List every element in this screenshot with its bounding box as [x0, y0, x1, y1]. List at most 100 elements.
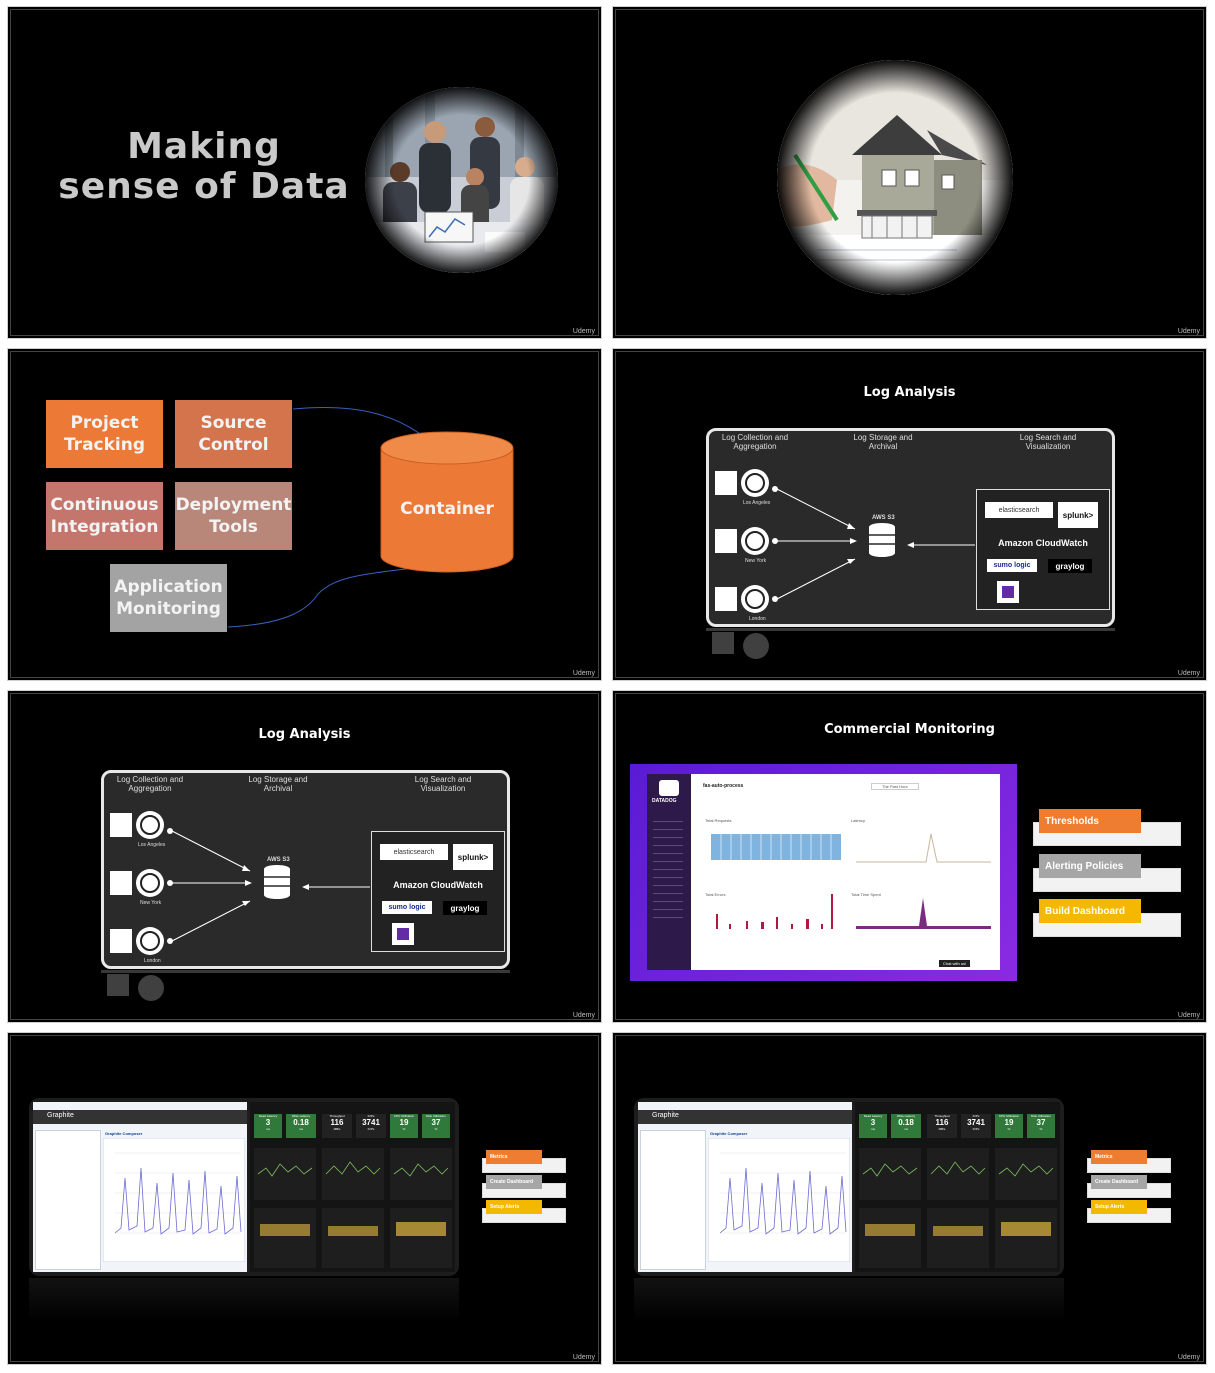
elasticsearch-logo: elasticsearch — [380, 844, 448, 860]
udemy-watermark: Udemy — [572, 1354, 595, 1361]
datadog-logo — [659, 780, 679, 796]
storage-label: AWS S3 — [267, 857, 290, 863]
graphite-dashboard: Read Latency 3 ms Write Latency 0.18 ms … — [855, 1102, 1060, 1272]
log-tools-box: elasticsearch splunk> Amazon CloudWatch … — [976, 489, 1110, 610]
panel-reflection — [101, 970, 510, 1001]
gtag-create-dashboard: Create Dashboard — [486, 1175, 542, 1189]
panel-total-errors-title: Total Errors — [705, 892, 726, 897]
graphite-composer-chart — [708, 1138, 850, 1262]
udemy-watermark: Udemy — [1177, 328, 1200, 335]
panel-reflection — [706, 628, 1115, 659]
col-collection: Log Collection and Aggregation — [721, 433, 789, 451]
dashboard-panels — [254, 1148, 452, 1268]
graphite-app-title: Graphite — [652, 1112, 679, 1119]
slide-log-analysis-b[interactable]: Log Analysis Log Collection and Aggregat… — [7, 690, 602, 1023]
tag-alerting-policies: Alerting Policies — [1039, 854, 1141, 878]
log-pipeline-panel: Log Collection and Aggregation Log Stora… — [101, 770, 510, 969]
slide-devops-tools[interactable]: Project Tracking Source Control Continuo… — [7, 348, 602, 681]
house-model-photo — [777, 60, 1013, 295]
tile-read-latency: Read Latency 3 ms — [859, 1114, 887, 1138]
gtag-setup-alerts: Setup Alerts — [486, 1200, 542, 1214]
slide-graphite-a[interactable]: Graphite Graphite Composer Read Latency … — [7, 1032, 602, 1365]
dashboard-panels — [859, 1148, 1057, 1268]
splunk-logo: splunk> — [1058, 502, 1098, 528]
sidebar-menu-lines — [653, 814, 683, 924]
project-tracking-box: Project Tracking — [46, 400, 163, 468]
storage-label: AWS S3 — [872, 515, 895, 521]
tile-throughput: Throughput 116 MB/s — [322, 1114, 352, 1138]
elasticsearch-logo: elasticsearch — [985, 502, 1053, 518]
tile-write-latency: Write Latency 0.18 ms — [891, 1114, 921, 1138]
slide-making-sense[interactable]: Making sense of Data — [7, 6, 602, 339]
col-collection: Log Collection and Aggregation — [116, 775, 184, 793]
tile-iops: IOPs 3741 IOPs — [356, 1114, 386, 1138]
graylog-logo: graylog — [443, 901, 487, 915]
col-storage: Log Storage and Archival — [853, 433, 913, 451]
tile-disk-utilization: Disk Utilization 37 % — [1027, 1114, 1055, 1138]
continuous-integration-box: Continuous Integration — [46, 482, 163, 550]
udemy-watermark: Udemy — [572, 1012, 595, 1019]
gtag-setup-alerts: Setup Alerts — [1091, 1200, 1147, 1214]
tile-cpu-utilization: CPU Utilization 19 % — [995, 1114, 1023, 1138]
graphite-tree — [640, 1130, 706, 1270]
tag-thresholds: Thresholds — [1039, 809, 1141, 833]
graphite-composer-title: Graphite Composer — [710, 1131, 748, 1136]
col-storage: Log Storage and Archival — [248, 775, 308, 793]
graphite-app-title: Graphite — [47, 1112, 74, 1119]
tag-build-dashboard: Build Dashboard — [1039, 899, 1141, 923]
tile-read-latency: Read Latency 3 ms — [254, 1114, 282, 1138]
graphite-dashboard: Read Latency 3 ms Write Latency 0.18 ms … — [250, 1102, 455, 1272]
node-los-angeles: Los Angeles — [743, 500, 771, 506]
slide-house-photo[interactable]: Udemy — [612, 6, 1207, 339]
service-name: fas-auto-process — [703, 783, 744, 789]
slide-title: Making sense of Data — [58, 126, 350, 207]
node-london: London — [144, 958, 161, 964]
screenshot-reflection — [29, 1278, 459, 1323]
datadog-charts — [711, 833, 991, 929]
slide-log-analysis-a[interactable]: Log Analysis Log Collection and Aggregat… — [612, 348, 1207, 681]
monitoring-tool-icon — [392, 923, 414, 945]
datadog-sidebar: DATADOG — [647, 774, 691, 970]
business-meeting-photo — [365, 87, 558, 273]
node-new-york: New York — [140, 900, 162, 906]
datadog-brand: DATADOG — [652, 798, 677, 804]
chat-button[interactable]: Chat with us! — [939, 960, 971, 967]
tile-disk-utilization: Disk Utilization 37 % — [422, 1114, 450, 1138]
node-london: London — [749, 616, 766, 622]
sumo-logic-logo: sumo logic — [382, 901, 432, 914]
graphite-screenshot: Graphite Graphite Composer Read Latency … — [29, 1098, 459, 1276]
datadog-main: fas-auto-process The Past Hour Total Req… — [691, 774, 1000, 970]
tile-throughput: Throughput 116 MB/s — [927, 1114, 957, 1138]
udemy-watermark: Udemy — [572, 670, 595, 677]
cloudwatch-logo: Amazon CloudWatch — [393, 880, 483, 890]
log-tools-box: elasticsearch splunk> Amazon CloudWatch … — [371, 831, 505, 952]
panel-latency-title: Latency — [851, 818, 866, 823]
col-search: Log Search and Visualization — [1019, 433, 1077, 451]
graphite-window: Graphite Graphite Composer — [638, 1102, 852, 1272]
panel-total-requests-title: Total Requests — [705, 818, 732, 823]
slide-title: Log Analysis — [258, 727, 351, 742]
graphite-header — [33, 1110, 247, 1124]
pipeline-graphics — [110, 811, 370, 955]
node-new-york: New York — [745, 558, 767, 564]
cloudwatch-logo: Amazon CloudWatch — [998, 538, 1088, 548]
graphite-header — [638, 1110, 852, 1124]
tile-iops: IOPs 3741 IOPs — [961, 1114, 991, 1138]
slide-graphite-b[interactable]: Graphite Graphite Composer Read Latency … — [612, 1032, 1207, 1365]
udemy-watermark: Udemy — [572, 328, 595, 335]
container-cylinder — [380, 431, 514, 573]
udemy-watermark: Udemy — [1177, 1012, 1200, 1019]
graphite-window: Graphite Graphite Composer — [33, 1102, 247, 1272]
sumo-logic-logo: sumo logic — [987, 559, 1037, 572]
udemy-watermark: Udemy — [1177, 1354, 1200, 1361]
source-control-box: Source Control — [175, 400, 292, 468]
graphite-screenshot: Graphite Graphite Composer Read Latency … — [634, 1098, 1064, 1276]
slide-commercial-monitoring[interactable]: Commercial Monitoring DATADOG fas-auto-p… — [612, 690, 1207, 1023]
col-search: Log Search and Visualization — [414, 775, 472, 793]
splunk-logo: splunk> — [453, 844, 493, 870]
graphite-composer-title: Graphite Composer — [105, 1131, 143, 1136]
tile-cpu-utilization: CPU Utilization 19 % — [390, 1114, 418, 1138]
application-monitoring-box: Application Monitoring — [110, 564, 227, 632]
time-picker[interactable]: The Past Hour — [871, 783, 919, 790]
log-pipeline-panel: Log Collection and Aggregation Log Stora… — [706, 428, 1115, 627]
